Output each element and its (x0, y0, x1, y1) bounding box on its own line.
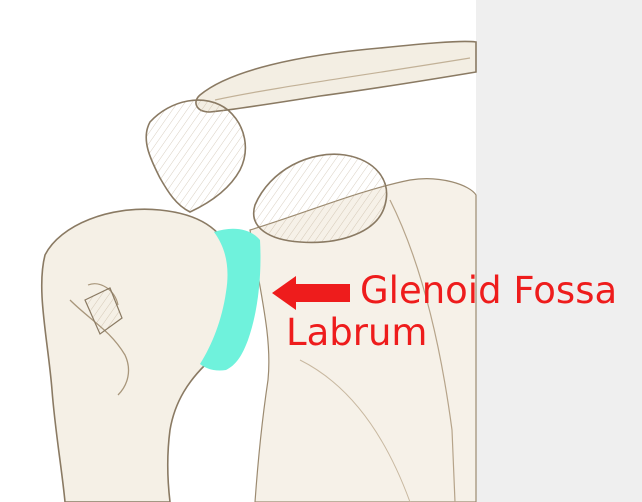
acromion-bone (196, 41, 476, 112)
coracoid-process (146, 100, 245, 212)
coracoid-knob (254, 154, 387, 242)
humerus-bone (42, 209, 234, 502)
label-glenoid-fossa: Glenoid Fossa (360, 272, 617, 309)
label-labrum: Labrum (286, 314, 427, 351)
